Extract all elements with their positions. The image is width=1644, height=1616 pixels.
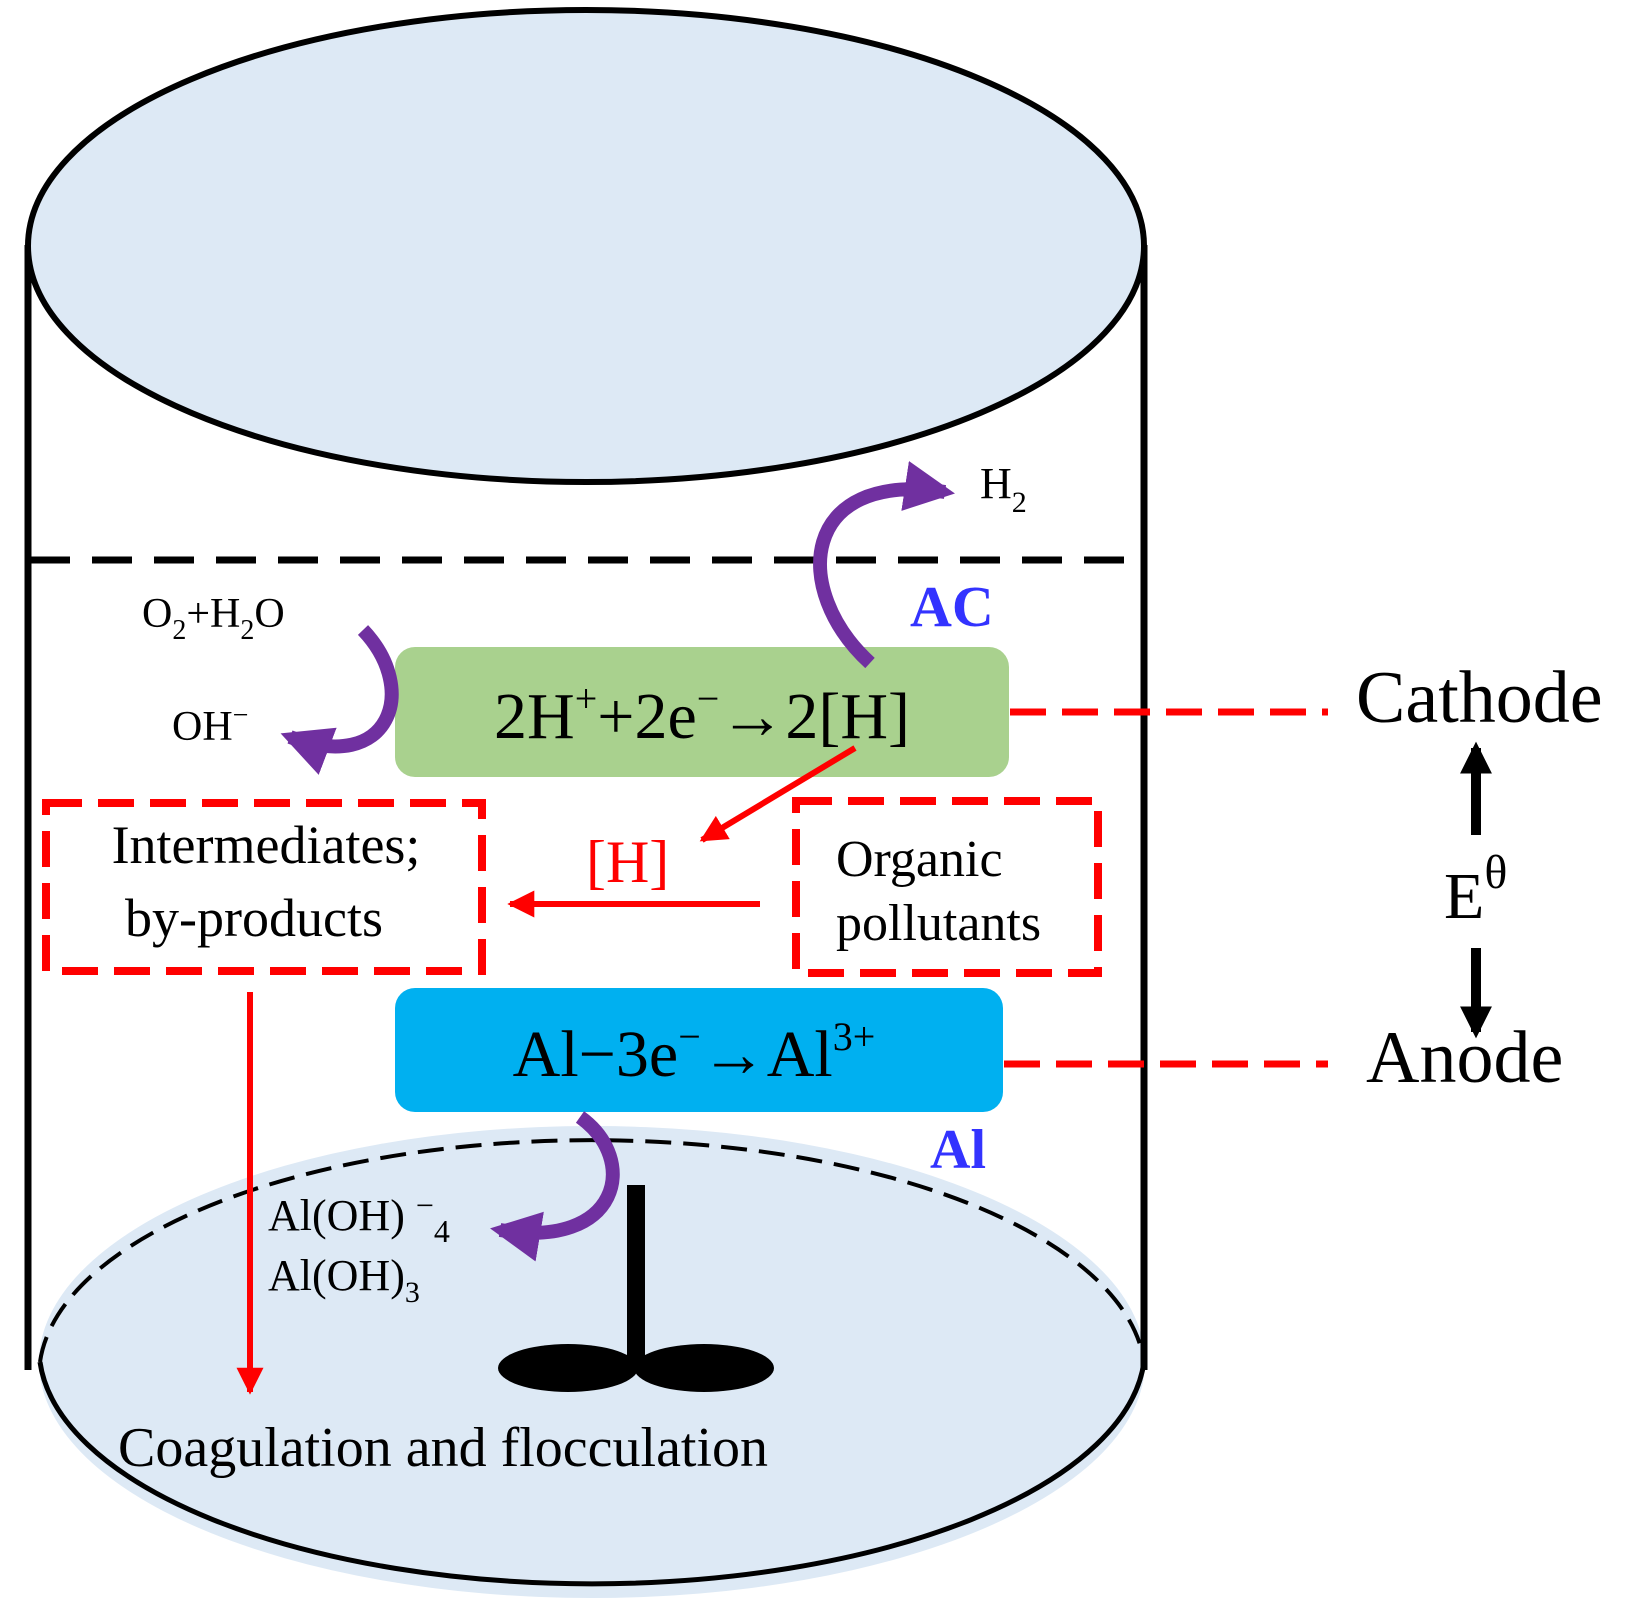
pollutants-label: pollutants xyxy=(836,895,1041,952)
stirrer-blade-left xyxy=(498,1344,638,1392)
oxygen-reduction-arrow xyxy=(280,625,399,775)
intermediates-dashed-box xyxy=(42,799,486,975)
aloh3-label: Al(OH)3 xyxy=(268,1251,420,1309)
ac-electrode-label: AC xyxy=(910,574,994,639)
vessel-top-lid xyxy=(25,7,1147,485)
cathode-equation: 2H++2e−→2[H] xyxy=(494,676,910,753)
intermediates-label: Intermediates; xyxy=(112,815,421,875)
anode-label: Anode xyxy=(1366,1017,1563,1099)
liquid-surface-dashed-edge xyxy=(38,1138,1146,1363)
by-products-label: by-products xyxy=(125,888,383,948)
h2-evolution-arrow xyxy=(813,461,955,669)
aloh4-label: Al(OH) −4 xyxy=(268,1187,450,1249)
potential-label: Eθ xyxy=(1444,846,1507,933)
stirrer-blade-right xyxy=(634,1344,774,1392)
aluminum-hydrolysis-arrow xyxy=(490,1111,620,1262)
cathode-reaction-box xyxy=(395,647,1009,777)
coagulation-label: Coagulation and flocculation xyxy=(118,1417,768,1479)
organic-pollutants-dashed-box xyxy=(792,797,1102,977)
anode-reaction-box xyxy=(395,988,1003,1112)
cathode-label: Cathode xyxy=(1356,657,1603,739)
h2-label: H2 xyxy=(980,459,1027,519)
vessel-bottom-front-edge xyxy=(37,1361,1147,1587)
oh-label: OH− xyxy=(172,700,248,750)
h-generation-arrow xyxy=(699,745,857,843)
organic-label: Organic xyxy=(836,831,1003,888)
o2-h2o-label: O2+H2O xyxy=(142,591,285,646)
h-radical-label: [H] xyxy=(586,829,669,895)
al-electrode-label: Al xyxy=(930,1119,986,1181)
anode-equation: Al−3e−→Al3+ xyxy=(513,1014,876,1091)
